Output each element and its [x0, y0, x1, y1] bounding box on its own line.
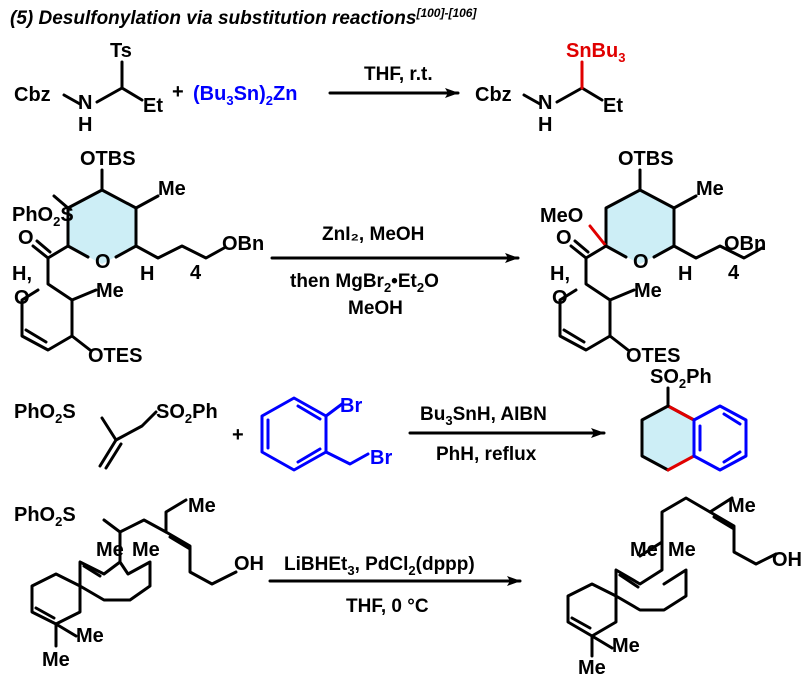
r2p-me-dhp: Me: [634, 280, 662, 302]
r3-cond-1: Bu3SnH, AIBN: [420, 404, 547, 428]
r3-so2ph: SO2Ph: [156, 401, 218, 426]
r2-pho2s: PhO2S: [12, 204, 74, 229]
r4p-me-mid-1: Me: [630, 539, 658, 561]
reaction-2: O OTBS Me PhO2S O H 4 OBn O H, Me OTES Z…: [12, 148, 766, 367]
r4-me-bot-2: Me: [42, 649, 70, 671]
r2p-meo: MeO: [540, 205, 583, 227]
r4p-me-bot-2: Me: [578, 657, 606, 679]
r2p-o-dhp: O: [552, 287, 568, 309]
r2p-h-dhp: H,: [550, 263, 570, 285]
r1-product-cbz: Cbz: [475, 84, 512, 106]
r4-pho2s: PhO2S: [14, 504, 76, 529]
r2-otes: OTES: [88, 345, 142, 367]
r1-product-snbu3: SnBu3: [566, 40, 625, 65]
r3-br-1: Br: [340, 395, 362, 417]
r1-reagent: (Bu3Sn)2Zn: [193, 83, 297, 108]
r2p-obn: OBn: [724, 233, 766, 255]
r4-me-mid-1: Me: [96, 539, 124, 561]
r1-ts-label: Ts: [110, 40, 132, 62]
scheme-title: (5) Desulfonylation via substitution rea…: [10, 6, 477, 29]
r4-cond-2: THF, 0 °C: [346, 596, 429, 617]
r2p-otes: OTES: [626, 345, 680, 367]
r2-h-dhp: H,: [12, 263, 32, 285]
reaction-4: PhO2S Me OH Me Me Me Me LiBHEt3, PdCl2(d…: [14, 495, 801, 679]
r2-cond-3: MeOH: [348, 298, 403, 319]
r1-product-et: Et: [603, 95, 623, 117]
r1-cbz-label: Cbz: [14, 84, 51, 106]
r2p-o-ring: O: [633, 251, 649, 273]
r2-obn: OBn: [222, 233, 264, 255]
r2-me-dhp: Me: [96, 280, 124, 302]
r2-cond-2: then MgBr2•Et2O: [290, 271, 439, 295]
r1-n-label: N: [78, 92, 92, 114]
r2-chain-n: 4: [190, 262, 202, 284]
r4p-me-top: Me: [728, 495, 756, 517]
r1-product-n: N: [538, 92, 552, 114]
r2-cond-1: ZnI₂, MeOH: [322, 224, 424, 245]
r2-o-ring: O: [95, 251, 111, 273]
r2p-otbs: OTBS: [618, 148, 674, 170]
r1-et-label: Et: [143, 95, 163, 117]
r2-otbs: OTBS: [80, 148, 136, 170]
r3-pho2s: PhO2S: [14, 401, 76, 426]
r4-me-bot-1: Me: [76, 625, 104, 647]
r3-cond-2: PhH, reflux: [436, 444, 537, 465]
r2-h-ring: H: [140, 263, 154, 285]
r1-product-h: H: [538, 114, 552, 136]
r1-plus: +: [172, 81, 184, 103]
r3-br-2: Br: [370, 447, 392, 469]
r2p-me-top: Me: [696, 178, 724, 200]
r4-cond-1: LiBHEt3, PdCl2(dppp): [284, 554, 475, 578]
reaction-3: PhO2S SO2Ph + Br Br Bu3SnH, AIBN PhH, re…: [14, 366, 748, 472]
r4-me-top: Me: [188, 495, 216, 517]
r4p-me-mid-2: Me: [668, 539, 696, 561]
r2p-h-ring: H: [678, 263, 692, 285]
r3-product-so2ph: SO2Ph: [650, 366, 712, 391]
r4p-me-bot-1: Me: [612, 635, 640, 657]
r3-plus: +: [232, 424, 244, 446]
r2-carbonyl-o: O: [18, 227, 34, 249]
r4p-oh: OH: [772, 549, 801, 571]
r2-o-dhp: O: [14, 287, 30, 309]
reaction-1: Cbz N H Ts Et + (Bu3Sn)2Zn THF, r.t. Cbz…: [14, 40, 625, 136]
r1-conditions: THF, r.t.: [364, 64, 433, 85]
r4-oh: OH: [234, 553, 264, 575]
r2-me-top: Me: [158, 178, 186, 200]
r2p-chain-n: 4: [728, 262, 740, 284]
r2p-carbonyl-o: O: [556, 227, 572, 249]
r1-h-label: H: [78, 114, 92, 136]
r4-me-mid-2: Me: [132, 539, 160, 561]
